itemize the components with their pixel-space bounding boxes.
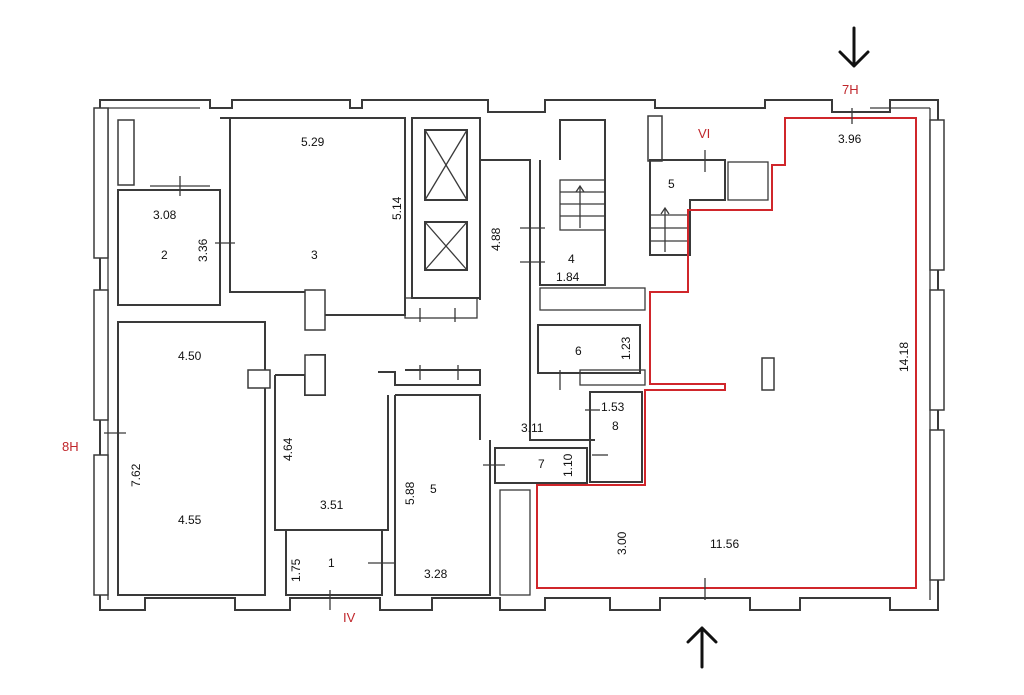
label-section-8h: 8H (62, 439, 79, 454)
label-center-left-height: 4.64 (281, 437, 295, 461)
label-left-top-width: 4.50 (178, 349, 202, 363)
wall-pillars (93, 107, 945, 596)
labels: 3.08 3.36 2 5.29 5.14 3 4.88 4 1.84 5 VI… (62, 82, 911, 625)
door-marks (104, 108, 853, 610)
label-room-2-width: 3.08 (153, 208, 177, 222)
room-6 (537, 324, 646, 386)
label-room-3-no: 3 (311, 248, 318, 262)
label-main-inner-height: 3.00 (615, 531, 629, 555)
entrance-arrow-bottom (686, 626, 718, 669)
outer-walls (99, 99, 939, 611)
label-room-3-height: 5.14 (390, 196, 404, 220)
label-room-8-no: 8 (612, 419, 619, 433)
label-room-7-no: 7 (538, 457, 545, 471)
label-room-2-no: 2 (161, 248, 168, 262)
elevator-shafts (404, 117, 481, 319)
room-4 (539, 119, 646, 311)
label-section-7h: 7H (842, 82, 859, 97)
label-room-6-no: 6 (575, 344, 582, 358)
room-5-top (649, 159, 769, 256)
label-room-1-no: 1 (328, 556, 335, 570)
label-room-3-width: 5.29 (301, 135, 325, 149)
label-room-7-height: 1.10 (561, 453, 575, 477)
label-main-height: 14.18 (897, 342, 911, 372)
label-room-4-width: 1.84 (556, 270, 580, 284)
label-main-top-width: 3.96 (838, 132, 862, 146)
corridor (378, 159, 595, 441)
left-room (117, 321, 271, 596)
label-room-6-height: 1.23 (619, 336, 633, 360)
label-room-4-no: 4 (568, 252, 575, 266)
label-room-5-bottom-width: 3.28 (424, 567, 448, 581)
label-room-5-no: 5 (430, 482, 437, 496)
label-room-8-width: 1.53 (601, 400, 625, 414)
center-room (274, 354, 389, 531)
label-corridor-height: 4.88 (489, 227, 503, 251)
highlighted-premises (536, 117, 917, 589)
label-left-bottom-width: 4.55 (178, 513, 202, 527)
label-room-1-height: 1.75 (289, 558, 303, 582)
label-main-bottom-width: 11.56 (710, 537, 739, 551)
room-8 (589, 391, 643, 483)
label-center-width: 3.51 (320, 498, 344, 512)
label-room-5-top-no: 5 (668, 177, 675, 191)
label-left-height: 7.62 (129, 463, 143, 487)
label-corridor-width: 3.11 (521, 421, 544, 435)
room-5-bottom (394, 395, 531, 596)
label-section-vi: VI (698, 126, 710, 141)
room-3 (220, 117, 406, 331)
label-room-2-height: 3.36 (196, 238, 210, 262)
entrance-arrow-top (838, 26, 870, 68)
label-room-5-height: 5.88 (403, 481, 417, 505)
label-section-iv: IV (343, 610, 356, 625)
